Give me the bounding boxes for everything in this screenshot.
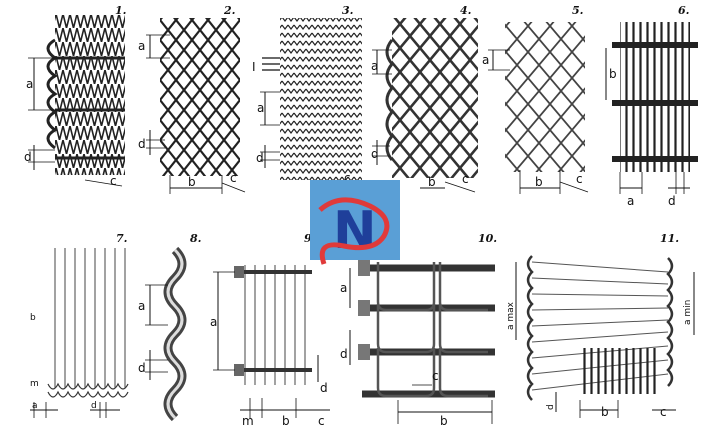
panel-7-label-d: d bbox=[91, 401, 97, 411]
panel-2-label-c: c bbox=[230, 171, 237, 185]
logo-swirl-icon bbox=[318, 197, 390, 265]
panel-2-label-b: b bbox=[188, 175, 196, 189]
panel-8-number: 8. bbox=[190, 232, 202, 245]
panel-10-label-d: d bbox=[340, 347, 348, 361]
panel-2-label-d: d bbox=[138, 137, 146, 151]
panel-6: 6. b a d bbox=[605, 4, 698, 208]
panel-4: 4. a d b c bbox=[371, 4, 478, 193]
panel-5-label-c: c bbox=[576, 172, 583, 186]
panel-1-label-c: c bbox=[110, 174, 117, 188]
panel-10-label-b: b bbox=[440, 414, 448, 428]
panel-4-label-a: a bbox=[371, 59, 378, 73]
panel-2-number: 2. bbox=[223, 4, 236, 17]
panel-10-number: 10. bbox=[478, 232, 497, 245]
panel-11-label-c: c bbox=[660, 405, 667, 419]
panel-9-label-c: c bbox=[318, 414, 325, 428]
panel-1-label-d: d bbox=[24, 150, 32, 164]
panel-1: 1. a d c bbox=[24, 4, 127, 188]
panel-3-label-a: a bbox=[257, 101, 264, 115]
panel-2: 2. a d b c bbox=[138, 4, 246, 194]
panel-7-number: 7. bbox=[116, 232, 128, 245]
panel-8: 8. a d bbox=[138, 232, 202, 422]
panel-1-label-a: a bbox=[26, 77, 33, 91]
panel-5-number: 5. bbox=[572, 4, 584, 17]
panel-4-label-b: b bbox=[428, 175, 436, 189]
panel-3: 3. I a d c bbox=[252, 4, 362, 185]
panel-9-label-a: a bbox=[210, 315, 217, 329]
panel-6-number: 6. bbox=[678, 4, 690, 17]
panel-11-label-a-min: a min bbox=[683, 300, 693, 325]
panel-9-label-m: m bbox=[242, 414, 254, 428]
logo-letter: N bbox=[333, 201, 377, 261]
panel-8-label-d: d bbox=[138, 361, 146, 375]
panel-4-label-d: d bbox=[371, 147, 379, 161]
panel-6-label-b: b bbox=[609, 67, 617, 81]
panel-5: 5. a b c bbox=[482, 4, 589, 194]
panel-6-label-a: a bbox=[627, 194, 634, 208]
panel-3-number: 3. bbox=[342, 4, 354, 17]
panel-10-label-a: a bbox=[340, 281, 347, 295]
panel-7-label-b: b bbox=[30, 313, 36, 323]
panel-1-number: 1. bbox=[115, 4, 127, 17]
panel-11-label-a-max: a max bbox=[506, 301, 516, 330]
panel-8-label-a: a bbox=[138, 299, 145, 313]
panel-10: 10. a d c b bbox=[340, 232, 497, 428]
panel-4-label-c: c bbox=[462, 172, 469, 186]
panel-2-label-a: a bbox=[138, 39, 145, 53]
watermark-logo: N bbox=[310, 180, 400, 265]
panel-3-label-c: c bbox=[344, 171, 351, 185]
panel-3-label-I: I bbox=[252, 60, 256, 74]
panel-11-label-b: b bbox=[601, 405, 609, 419]
panel-11-number: 11. bbox=[660, 232, 679, 245]
panel-10-label-c: c bbox=[432, 369, 439, 383]
panel-9: 9. a d m b c bbox=[210, 232, 330, 428]
panel-9-label-d: d bbox=[320, 381, 328, 395]
panel-7-label-a: a bbox=[32, 401, 38, 411]
panel-7: 7. b m a d bbox=[30, 232, 129, 418]
panel-4-number: 4. bbox=[460, 4, 472, 17]
panel-5-label-b: b bbox=[535, 175, 543, 189]
panel-5-label-a: a bbox=[482, 53, 489, 67]
panel-11-label-d: d bbox=[546, 404, 556, 410]
panel-6-label-d: d bbox=[668, 194, 676, 208]
panel-11: 11. a max a min d b c bbox=[506, 232, 695, 419]
panel-7-label-m: m bbox=[30, 379, 39, 389]
panel-3-label-d: d bbox=[256, 151, 264, 165]
panel-9-number: 9. bbox=[304, 232, 316, 245]
panel-9-label-b: b bbox=[282, 414, 290, 428]
